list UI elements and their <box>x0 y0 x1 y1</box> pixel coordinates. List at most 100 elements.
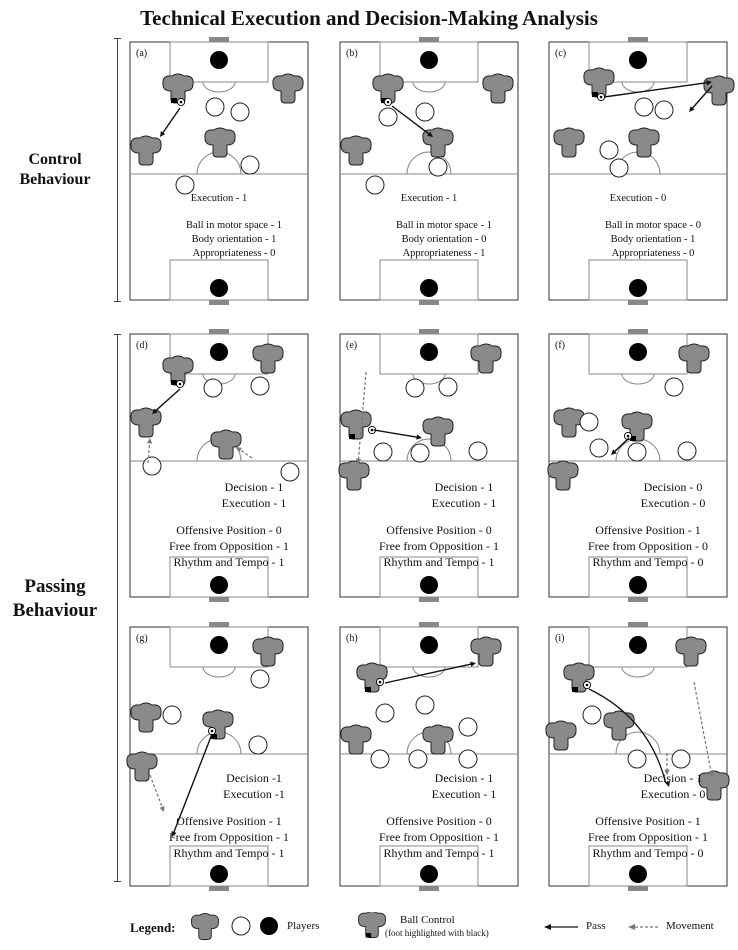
pitch-diagram <box>129 37 309 305</box>
arrow-head <box>427 131 433 137</box>
black-circle-icon <box>629 279 647 297</box>
grey-player-icon <box>204 127 236 158</box>
centre-circle <box>406 151 452 175</box>
top-goal <box>628 622 648 627</box>
panel-scores: Decision - 1 Execution - 1 <box>410 479 518 511</box>
white-circle-icon <box>677 441 697 461</box>
black-circle-icon <box>210 343 228 361</box>
criterion-line: Free from Opposition - 0 <box>588 539 708 553</box>
top-penalty-arc <box>412 666 446 678</box>
score-line: Execution - 0 <box>609 193 667 204</box>
pitch-border <box>129 626 309 887</box>
legend-ball-control-label: Ball Control <box>400 914 455 926</box>
white-circle-icon <box>280 462 300 482</box>
white-circle-icon <box>428 157 448 177</box>
bottom-goal <box>419 300 439 305</box>
white-circle-icon <box>458 717 478 737</box>
top-goal <box>209 329 229 334</box>
grey-player-icon <box>703 75 735 106</box>
black-circle-icon <box>260 917 278 935</box>
black-circle-icon <box>420 51 438 69</box>
top-goal <box>628 37 648 42</box>
pass-arrow <box>588 688 667 784</box>
criterion-line: Body orientation - 1 <box>191 234 277 245</box>
pitch-border <box>548 41 728 301</box>
pitch-diagram <box>339 622 519 891</box>
legend-symbols <box>190 912 658 940</box>
pass-arrow <box>173 733 213 833</box>
panel-label: (a) <box>136 48 148 59</box>
grey-player-icon <box>621 411 653 442</box>
white-circle-icon <box>579 412 599 432</box>
top-goal <box>419 622 439 627</box>
panel-scores: Execution - 1 <box>340 192 518 206</box>
grey-player-icon <box>340 409 372 440</box>
grey-player-icon <box>603 710 635 741</box>
criterion-line: Free from Opposition - 1 <box>169 539 289 553</box>
arrow-head <box>146 438 153 444</box>
arrow-head <box>152 408 158 414</box>
white-circle-icon <box>370 749 390 769</box>
grey-player-icon <box>356 662 388 693</box>
white-circle-icon <box>609 158 629 178</box>
panel-label: (e) <box>346 340 358 351</box>
grey-player-icon <box>422 724 454 755</box>
score-line: Decision - 1 <box>434 771 494 785</box>
score-line: Execution - 1 <box>431 496 497 510</box>
top-goal <box>209 37 229 42</box>
pitch-markings <box>548 37 728 305</box>
bottom-goal <box>419 597 439 602</box>
top-penalty-arc <box>621 373 655 385</box>
black-circle-icon <box>210 51 228 69</box>
grey-player-icon <box>252 343 284 374</box>
pitch-diagram <box>339 37 519 305</box>
criterion-line: Rhythm and Tempo - 0 <box>592 846 704 860</box>
criterion-line: Ball in motor space - 0 <box>605 220 701 231</box>
centre-circle <box>615 731 661 755</box>
pass-arrow <box>391 105 430 135</box>
score-line: Decision - 1 <box>434 480 494 494</box>
arrow-head <box>706 80 712 86</box>
grey-player-icon <box>675 636 707 667</box>
pitch-diagram <box>126 622 309 891</box>
pass-arrow <box>691 85 713 109</box>
panel-label: (d) <box>136 340 148 351</box>
top-goal <box>419 329 439 334</box>
arrow-head <box>159 806 165 812</box>
criterion-line: Free from Opposition - 1 <box>169 830 289 844</box>
top-penalty-arc <box>202 666 236 678</box>
black-circle-icon <box>629 576 647 594</box>
legend-heading: Legend: <box>130 920 176 935</box>
top-goal <box>628 329 648 334</box>
white-circle-icon <box>589 438 609 458</box>
movement-arrow <box>147 442 151 464</box>
pitch-diagram <box>545 622 730 891</box>
arrow-head <box>470 661 476 667</box>
criterion-line: Free from Opposition - 1 <box>379 830 499 844</box>
top-penalty-arc <box>412 81 446 93</box>
pitch-diagram <box>548 37 735 305</box>
black-circle-icon <box>420 636 438 654</box>
white-circle-icon <box>415 102 435 122</box>
top-penalty-arc <box>621 666 655 678</box>
grey-player-icon <box>130 702 162 733</box>
grey-player-icon <box>190 912 220 940</box>
white-circle-icon <box>410 443 430 463</box>
panel-label: (f) <box>555 340 565 351</box>
grey-player-icon <box>422 416 454 447</box>
criterion-line: Rhythm and Tempo - 1 <box>173 555 285 569</box>
bottom-goal <box>628 886 648 891</box>
grey-player-icon <box>553 407 585 438</box>
grey-player-icon <box>563 662 595 693</box>
white-circle-icon <box>250 669 270 689</box>
grey-player-icon <box>698 770 730 801</box>
